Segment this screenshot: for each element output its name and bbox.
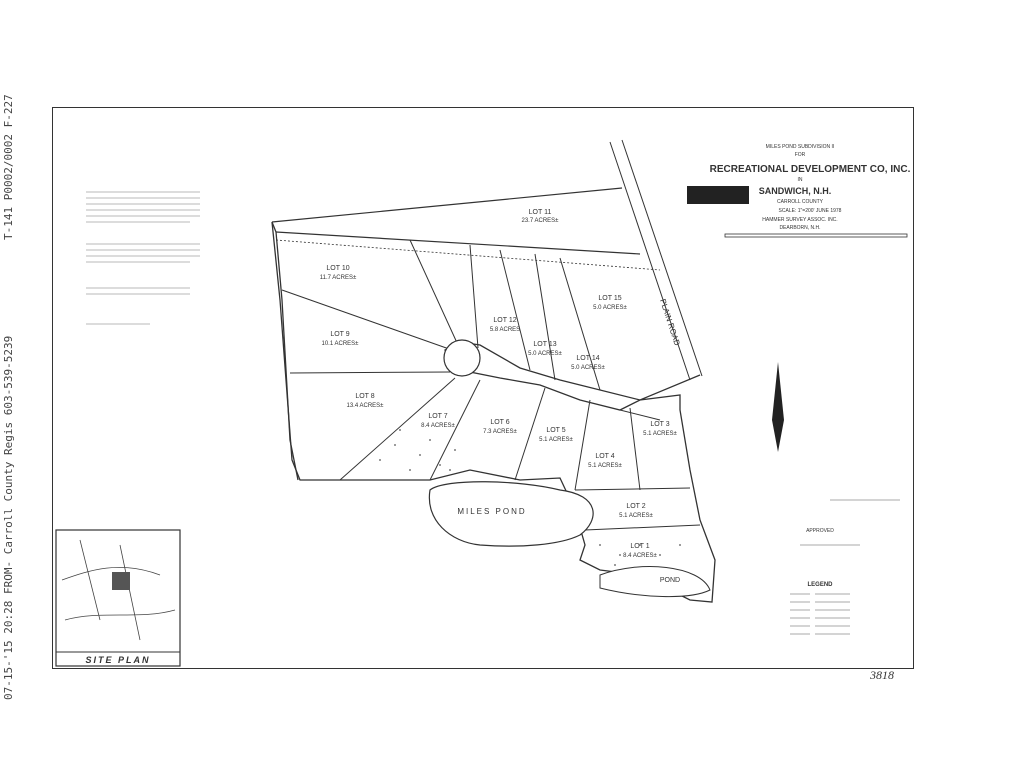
north-arrow-icon [772,362,784,452]
lot-15-area: 5.0 ACRES± [593,305,627,311]
lot-13-area: 5.0 ACRES± [528,351,562,357]
sheet-number: 3818 [870,668,894,682]
legend-title: LEGEND [807,582,833,588]
lot-15-label: LOT 15 [598,295,621,302]
title-line-4: IN [798,177,803,183]
lot-4-label: LOT 4 [595,453,614,460]
lot-1-area: 8.4 ACRES± [623,553,657,559]
miles-pond [428,481,594,547]
site-plan-label: SITE PLAN [85,655,150,665]
lot-1-label: LOT 1 [630,543,649,550]
approval-signature [800,499,900,546]
title-line-5: SANDWICH, N.H. [759,186,832,196]
title-line-7: SCALE: 1"=200' JUNE 1978 [779,208,842,214]
approved-label: APPROVED [806,528,834,534]
lot-13-label: LOT 13 [533,341,556,348]
west-boundary [271,221,299,481]
site-plan-inset: SITE PLAN [55,529,181,667]
wetland-stipple [379,429,681,566]
lot-11-label: LOT 11 [529,209,552,216]
lot-4-area: 5.1 ACRES± [588,463,622,469]
lot-6-area: 7.3 ACRES± [483,429,517,435]
title-line-9: DEARBORN, N.H. [779,225,820,231]
lot-11-area: 23.7 ACRES± [522,218,560,224]
title-line-6: CARROLL COUNTY [777,199,824,205]
lot-2-area: 5.1 ACRES± [619,513,653,519]
title-line-3: RECREATIONAL DEVELOPMENT CO, INC. [710,164,911,175]
survey-plan-frame [52,107,914,669]
lot-12-label: LOT 12 [493,317,516,324]
scale-bar [724,233,908,238]
lot-3-label: LOT 3 [650,421,669,428]
pond-label: MILES POND [457,507,526,516]
title-line-1: MILES POND SUBDIVISION II [766,144,835,150]
lot-9-area: 10.1 ACRES± [322,341,360,347]
plain-road [609,139,703,381]
title-line-8: HAMMER SURVEY ASSOC. INC. [762,217,837,223]
lot-10-label: LOT 10 [326,265,349,272]
lot-7-area: 8.4 ACRES± [421,423,455,429]
legend: LEGEND [790,582,850,635]
lot-14-area: 5.0 ACRES± [571,365,605,371]
lot-8-label: LOT 8 [355,393,374,400]
lot-8-area: 13.4 ACRES± [347,403,385,409]
title-line-2: FOR [795,152,806,158]
lot-5-area: 5.1 ACRES± [539,437,573,443]
lot-9-label: LOT 9 [330,331,349,338]
lot-14-label: LOT 14 [576,355,599,362]
plan-notes [86,191,200,325]
lot-labels: LOT 11 23.7 ACRES± LOT 10 11.7 ACRES± LO… [320,209,678,559]
lot-12-area: 5.8 ACRES [490,327,520,333]
lot-7-label: LOT 7 [428,413,447,420]
title-block: MILES POND SUBDIVISION II FOR RECREATION… [687,144,911,238]
small-pond [599,566,711,598]
lot-3-area: 5.1 ACRES± [643,431,677,437]
lot-2-label: LOT 2 [626,503,645,510]
surveyor-seal [687,186,749,204]
lot-10-area: 11.7 ACRES± [320,275,357,281]
lot-6-label: LOT 6 [490,419,509,426]
lot-5-label: LOT 5 [546,427,565,434]
cul-de-sac [443,339,481,377]
road-corridor [271,187,661,271]
lot-lines [281,239,701,531]
small-pond-label: POND [660,577,680,584]
